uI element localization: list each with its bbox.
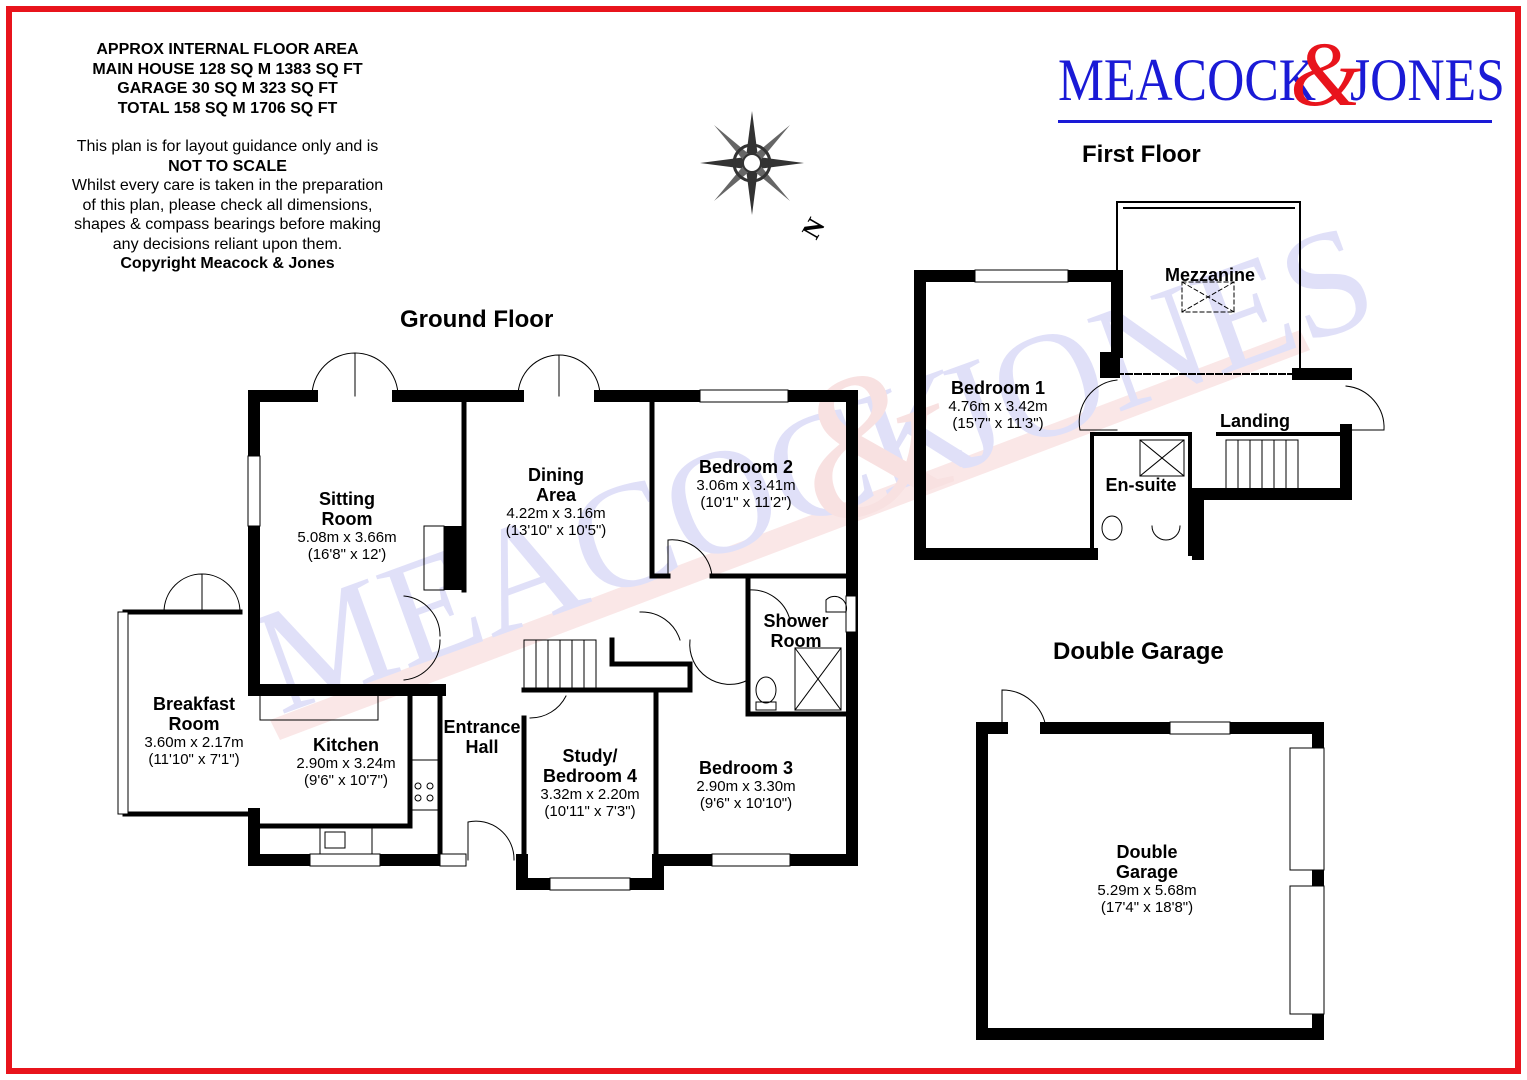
room-label-kitchen: Kitchen 2.90m x 3.24m (9'6" x 10'7") <box>296 735 396 789</box>
room-dimensions-imperial: (16'8" x 12') <box>307 546 387 563</box>
room-label-entrance-hall: Entrance Hall <box>443 717 521 757</box>
room-label-bedroom-2: Bedroom 2 3.06m x 3.41m (10'1" x 11'2") <box>696 457 796 511</box>
room-dimensions-imperial: (17'4" x 18'8") <box>1100 899 1194 916</box>
room-label-dining-area: Dining Area 4.22m x 3.16m (13'10" x 10'5… <box>505 465 607 539</box>
logo-word-left: MEACOCK <box>1058 47 1317 113</box>
first-floor-plan <box>914 201 1385 560</box>
room-label-breakfast-room: Breakfast Room 3.60m x 2.17m (11'10" x 7… <box>144 694 244 768</box>
logo-underline <box>1058 120 1492 123</box>
room-label-shower-room: Shower Room <box>763 611 829 651</box>
disclaimer-line: of this plan, please check all dimension… <box>82 196 373 214</box>
room-dimensions-metric: 3.32m x 2.20m <box>540 786 640 803</box>
disclaimer-line: Whilst every care is taken in the prepar… <box>71 177 384 194</box>
room-label-double-garage: Double Garage 5.29m x 5.68m (17'4" x 18'… <box>1097 842 1197 916</box>
brand-logo: MEACOCK & JONES <box>1050 28 1505 123</box>
room-dimensions-imperial: (15'7" x 11'3") <box>952 415 1044 432</box>
logo-word-right: JONES <box>1350 47 1505 113</box>
room-dimensions-metric: 2.90m x 3.30m <box>696 778 796 795</box>
room-dimensions-metric: 5.29m x 5.68m <box>1097 882 1197 899</box>
disclaimer-line: any decisions reliant upon them. <box>112 235 343 253</box>
area-line: GARAGE 30 SQ M 323 SQ FT <box>117 80 338 97</box>
room-dimensions-imperial: (9'6" x 10'10") <box>699 795 793 812</box>
room-dimensions-metric: 3.60m x 2.17m <box>144 734 244 751</box>
page-border <box>6 6 1521 1074</box>
room-label-bedroom-3: Bedroom 3 2.90m x 3.30m (9'6" x 10'10") <box>696 758 796 812</box>
room-label-landing: Landing <box>1220 411 1290 431</box>
copyright: Copyright Meacock & Jones <box>120 255 335 272</box>
garage-plan <box>976 689 1325 1040</box>
compass-north-label: N <box>796 213 831 244</box>
room-dimensions-metric: 2.90m x 3.24m <box>296 755 396 772</box>
room-label-bedroom-1: Bedroom 1 4.76m x 3.42m (15'7" x 11'3") <box>948 378 1048 432</box>
svg-text:JONES: JONES <box>915 191 1395 501</box>
room-dimensions-metric: 4.76m x 3.42m <box>948 398 1048 415</box>
disclaimer-line: shapes & compass bearings before making <box>74 216 381 233</box>
first-floor-heading: First Floor <box>1082 141 1201 168</box>
area-line: TOTAL 158 SQ M 1706 SQ FT <box>117 99 338 117</box>
ground-floor-heading: Ground Floor <box>400 306 554 333</box>
area-line: APPROX INTERNAL FLOOR AREA <box>96 41 359 58</box>
ground-floor-plan <box>117 352 858 891</box>
compass-rose-icon <box>700 111 804 215</box>
room-label-mezzanine: Mezzanine <box>1164 265 1256 285</box>
room-label-study-bedroom-4: Study/ Bedroom 4 3.32m x 2.20m (10'11" x… <box>540 746 640 820</box>
room-dimensions-imperial: (9'6" x 10'7") <box>304 772 388 789</box>
room-dimensions-metric: 3.06m x 3.41m <box>696 477 796 494</box>
room-dimensions-imperial: (10'1" x 11'2") <box>700 494 792 511</box>
room-dimensions-imperial: (10'11" x 7'3") <box>544 803 636 820</box>
room-dimensions-imperial: (13'10" x 10'5") <box>505 522 607 539</box>
double-garage-heading: Double Garage <box>1053 638 1224 665</box>
disclaimer-line: This plan is for layout guidance only an… <box>76 138 379 155</box>
area-line: MAIN HOUSE 128 SQ M 1383 SQ FT <box>92 60 363 78</box>
room-label-sitting-room: Sitting Room 5.08m x 3.66m (16'8" x 12') <box>297 489 397 563</box>
floor-area-info: APPROX INTERNAL FLOOR AREA MAIN HOUSE 12… <box>40 40 415 274</box>
not-to-scale: NOT TO SCALE <box>168 157 287 175</box>
room-label-en-suite: En-suite <box>1105 475 1177 495</box>
logo-ampersand: & <box>1290 23 1362 125</box>
room-dimensions-imperial: (11'10" x 7'1") <box>148 751 240 768</box>
room-dimensions-metric: 5.08m x 3.66m <box>297 529 397 546</box>
room-dimensions-metric: 4.22m x 3.16m <box>506 505 606 522</box>
